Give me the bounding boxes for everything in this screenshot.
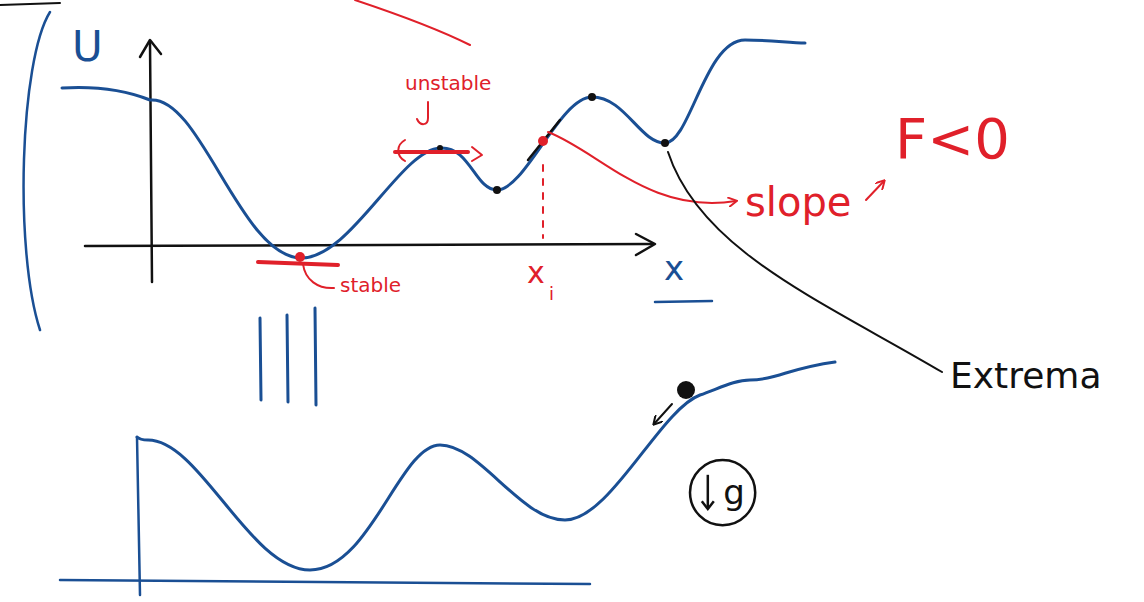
x-axis [85, 244, 652, 246]
stray-stroke [0, 3, 60, 5]
implies-arrow [866, 181, 884, 200]
tangent-line [258, 262, 338, 265]
ball [677, 381, 695, 399]
equivalence-mark [260, 318, 261, 400]
underline [655, 301, 712, 302]
tangent-line [395, 150, 468, 154]
extremum-dot [661, 139, 669, 147]
position-label: x [527, 256, 545, 289]
stray-stroke [355, 0, 470, 45]
arrow-head [702, 502, 714, 510]
ground-line [60, 580, 590, 584]
subscript: i [549, 284, 554, 304]
motion-arrow [654, 404, 672, 424]
equilibrium-dot [295, 252, 305, 262]
equivalence-mark [287, 315, 288, 402]
annotation: unstable [405, 72, 491, 94]
wall [137, 437, 140, 595]
landscape-curve [137, 362, 835, 570]
circle-outline [690, 460, 755, 525]
annotation: F<0 [895, 108, 1010, 170]
tilt-mark [398, 140, 405, 161]
circle-outline [687, 457, 758, 528]
bracket [24, 12, 50, 330]
leader-line [668, 152, 942, 372]
axis-label: U [72, 24, 103, 70]
axis-arrow [140, 40, 161, 57]
leader-arrow [548, 132, 736, 203]
point-dot [538, 136, 548, 146]
annotation: slope [745, 180, 851, 224]
gravity-circle: g [687, 457, 758, 528]
potential-curve [62, 40, 805, 258]
axis-arrow [636, 234, 655, 255]
axis-label: x [664, 250, 684, 287]
dashed-guide [542, 165, 544, 238]
annotation: stable [340, 274, 401, 296]
extremum-dot [493, 186, 501, 194]
equivalence-mark [315, 308, 316, 405]
tangent-line [528, 120, 560, 160]
leader-line [303, 264, 334, 288]
leader-line [417, 102, 428, 124]
annotation: Extrema [950, 356, 1101, 396]
tilt-mark [472, 147, 482, 161]
gravity-symbol: g [723, 474, 745, 511]
gravity-arrow [707, 475, 710, 508]
extremum-dot [588, 93, 596, 101]
